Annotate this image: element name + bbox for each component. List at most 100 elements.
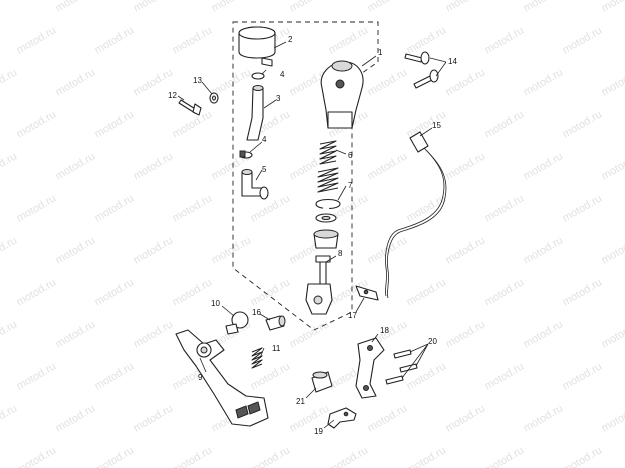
callout-20: 20 (428, 337, 437, 346)
watermark-text: motod.ru (483, 276, 527, 308)
bolt-pair (404, 51, 439, 89)
elbow-connector (241, 169, 269, 200)
watermark-text: motod.ru (15, 192, 59, 224)
watermark-text: motod.ru (0, 0, 19, 15)
watermark-text: motod.ru (93, 24, 137, 56)
watermark-text: motod.ru (483, 24, 527, 56)
hose-clip-lower (239, 150, 253, 159)
watermark-text: motod.ru (600, 234, 625, 266)
watermark-text: motod.ru (405, 276, 449, 308)
mounting-bolt (178, 99, 202, 116)
watermark-text: motod.ru (132, 150, 176, 182)
watermark-text: motod.ru (561, 360, 605, 392)
pedal-bush (265, 315, 286, 331)
watermark-text: motod.ru (93, 276, 137, 308)
master-cylinder-body (320, 60, 364, 129)
callout-1: 1 (378, 48, 383, 57)
watermark-text: motod.ru (444, 234, 488, 266)
watermark-text: motod.ru (288, 402, 332, 434)
watermark-text: motod.ru (54, 0, 98, 15)
watermark-text: motod.ru (210, 234, 254, 266)
watermark-text: motod.ru (483, 108, 527, 140)
watermark-text: motod.ru (522, 150, 566, 182)
watermark-text: motod.ru (405, 108, 449, 140)
callout-15: 15 (432, 121, 441, 130)
watermark-text: motod.ru (483, 444, 527, 468)
watermark-text: motod.ru (327, 444, 371, 468)
watermark-text: motod.ru (600, 402, 625, 434)
watermark-text: motod.ru (171, 192, 215, 224)
watermark-text: motod.ru (288, 0, 332, 15)
watermark-text: motod.ru (0, 66, 19, 98)
watermark-text: motod.ru (210, 0, 254, 15)
watermark-text: motod.ru (561, 108, 605, 140)
piston-cup (313, 229, 339, 249)
watermark-text: motod.ru (366, 402, 410, 434)
pedal-pivot-bolt (225, 311, 249, 335)
callout-12: 12 (168, 91, 177, 100)
watermark-text: motod.ru (366, 0, 410, 15)
watermark-text: motod.ru (522, 234, 566, 266)
watermark-text: motod.ru (249, 192, 293, 224)
callout-13: 13 (193, 76, 202, 85)
callout-4-lower: 4 (262, 135, 267, 144)
watermark-text: motod.ru (15, 24, 59, 56)
watermark-text: motod.ru (54, 150, 98, 182)
callout-17: 17 (348, 311, 357, 320)
watermark-text: motod.ru (288, 318, 332, 350)
watermark-text: motod.ru (15, 444, 59, 468)
watermark-text: motod.ru (444, 318, 488, 350)
watermark-text: motod.ru (93, 108, 137, 140)
callout-labels: 1 2 3 4 4 5 6 7 8 9 10 11 12 13 14 15 16… (168, 35, 457, 436)
watermark-text: motod.ru (600, 150, 625, 182)
mounting-bracket (355, 337, 385, 399)
watermark-text: motod.ru (171, 276, 215, 308)
piston-seal (315, 213, 337, 223)
watermark-text: motod.ru (171, 108, 215, 140)
watermark-text: motod.ru (132, 402, 176, 434)
watermark-text: motod.ru (522, 318, 566, 350)
callout-10: 10 (211, 299, 220, 308)
callout-14: 14 (448, 57, 457, 66)
watermark-text: motod.ru (249, 276, 293, 308)
callout-7: 7 (348, 181, 353, 190)
callout-21: 21 (296, 397, 305, 406)
watermark-text: motod.ru (561, 276, 605, 308)
watermark-text: motod.ru (54, 66, 98, 98)
callout-18: 18 (380, 326, 389, 335)
watermark-text: motod.ru (132, 234, 176, 266)
watermark-text: motod.ru (444, 150, 488, 182)
watermark-text: motod.ru (561, 444, 605, 468)
callout-4-upper: 4 (280, 70, 285, 79)
watermark-text: motod.ru (171, 24, 215, 56)
watermark-text: motod.ru (0, 318, 19, 350)
watermark-text: motod.ru (522, 66, 566, 98)
spacer-sleeve (311, 371, 333, 393)
watermark-text: motod.ru (54, 234, 98, 266)
screw-set (385, 349, 418, 385)
callout-9: 9 (198, 373, 203, 382)
watermark-text: motod.ru (522, 0, 566, 15)
callout-3: 3 (276, 94, 281, 103)
return-spring (251, 347, 263, 369)
callout-11: 11 (272, 344, 281, 353)
watermark-text: motod.ru (171, 444, 215, 468)
small-bracket (327, 407, 357, 429)
watermark-text: motod.ru (132, 318, 176, 350)
leader-lines (177, 41, 447, 429)
watermark-text: motod.ru (93, 192, 137, 224)
watermark-text: motod.ru (15, 360, 59, 392)
hose-clip-upper (251, 69, 267, 80)
watermark-text: motod.ru (366, 150, 410, 182)
watermark-text: motod.ru (54, 402, 98, 434)
watermark-text: motod.ru (15, 108, 59, 140)
watermark-text: motod.ru (522, 402, 566, 434)
circlip (315, 198, 341, 210)
watermark-text: motod.ru (444, 0, 488, 15)
watermark-text: motod.ru (600, 0, 625, 15)
washer (209, 92, 219, 104)
brake-light-switch (385, 131, 447, 299)
